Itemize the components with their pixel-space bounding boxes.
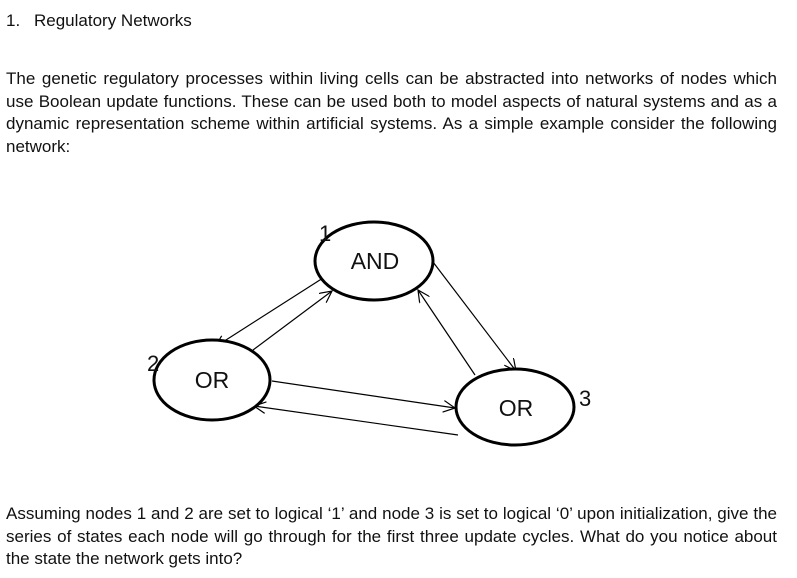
node-1: AND 1 <box>313 220 435 302</box>
question-number: 1. <box>6 11 21 30</box>
question-title: Regulatory Networks <box>34 11 192 30</box>
node-1-number: 1 <box>319 221 331 246</box>
edge-1-to-2 <box>215 277 324 347</box>
node-1-label: AND <box>351 248 400 274</box>
node-3-label: OR <box>499 395 534 421</box>
edge-3-to-1 <box>418 290 476 376</box>
edge-1-to-3 <box>432 261 516 371</box>
edge-2-to-3 <box>271 380 455 408</box>
node-2-number: 2 <box>147 351 159 376</box>
node-3-number: 3 <box>579 386 591 411</box>
intro-paragraph: The genetic regulatory processes within … <box>6 69 777 156</box>
edge-2-to-1 <box>252 291 332 351</box>
node-2-label: OR <box>195 367 230 393</box>
question-heading: 1. Regulatory Networks <box>6 10 192 32</box>
prompt-paragraph: Assuming nodes 1 and 2 are set to logica… <box>6 504 777 568</box>
node-3: OR 3 <box>454 367 591 447</box>
edge-3-to-2 <box>254 406 459 436</box>
node-2: OR 2 <box>147 338 272 422</box>
